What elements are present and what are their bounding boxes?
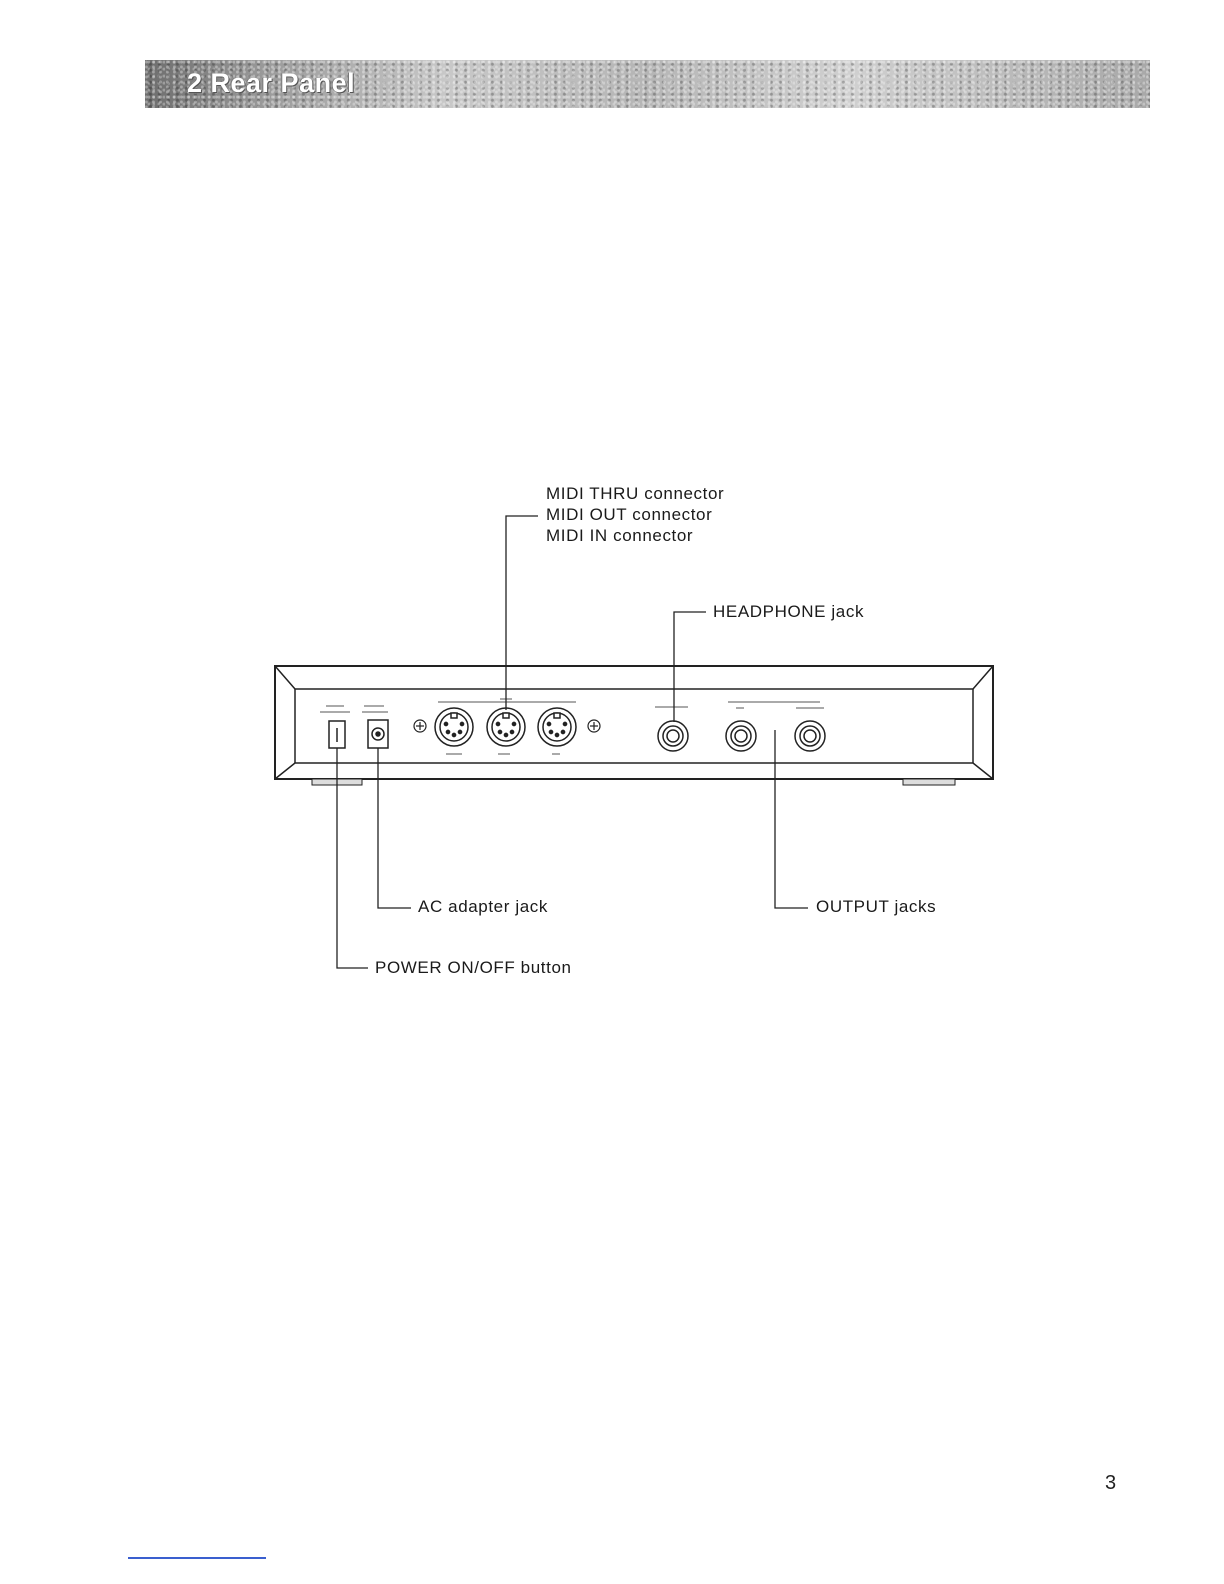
midi-out-label: MIDI OUT connector (546, 505, 712, 525)
output-label: OUTPUT jacks (816, 897, 936, 917)
page-number: 3 (1105, 1472, 1116, 1495)
midi-in-connector-shape (538, 708, 576, 746)
ac-adapter-label: AC adapter jack (418, 897, 548, 917)
power-button-shape (329, 721, 345, 748)
footer-rule (128, 1557, 266, 1559)
headphone-label: HEADPHONE jack (713, 602, 864, 622)
power-label: POWER ON/OFF button (375, 958, 572, 978)
output-jack-left-shape (726, 721, 756, 751)
midi-out-connector-shape (487, 708, 525, 746)
dc-in-jack-shape (368, 720, 388, 748)
midi-thru-label: MIDI THRU connector (546, 484, 724, 504)
midi-in-label: MIDI IN connector (546, 526, 693, 546)
output-jack-right-shape (795, 721, 825, 751)
midi-thru-connector-shape (435, 708, 473, 746)
headphone-jack-shape (658, 721, 688, 751)
